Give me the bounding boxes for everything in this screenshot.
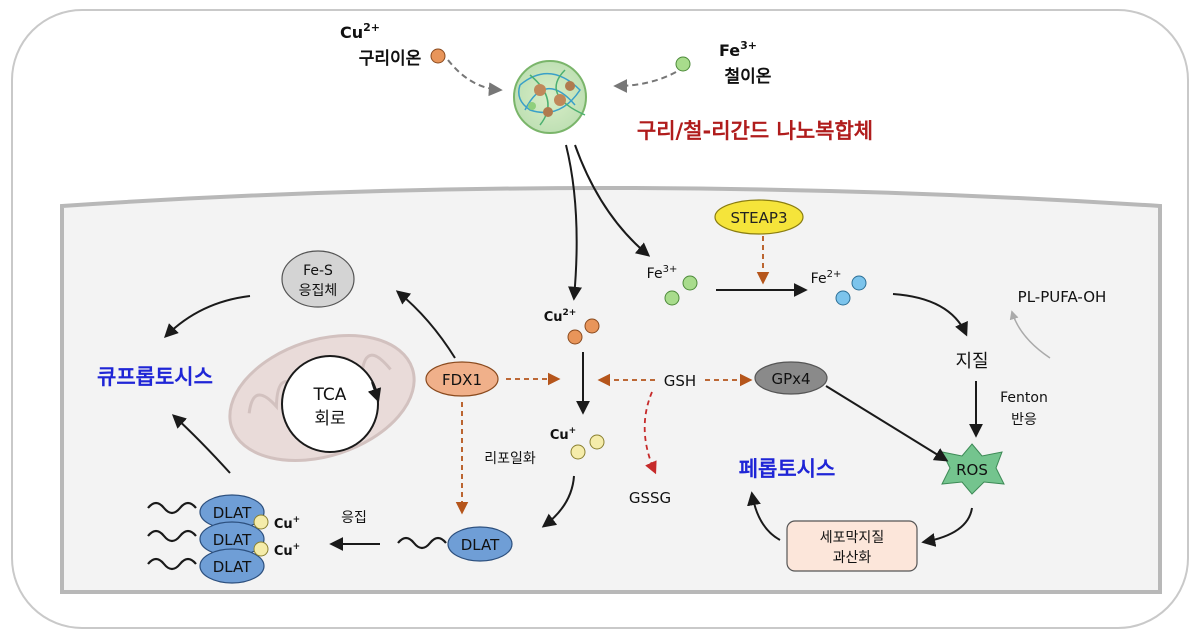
cuplus-dot-1: [589, 434, 605, 450]
fes-cluster-line1: Fe-S: [303, 263, 333, 279]
ferroptosis-label: 페롭토시스: [739, 457, 836, 481]
fenton-label-line2: 반응: [1011, 412, 1037, 428]
fdx1-label: FDX1: [442, 371, 482, 389]
nanocomposite-to-fe3-arrow: [574, 144, 651, 257]
fes-to-cuproptosis-arrow: [164, 295, 251, 338]
lipid-peroxidation-line2: 과산화: [833, 550, 872, 566]
gpx4-badge: [754, 361, 828, 395]
cu2-to-nanocomposite-arrow: [447, 59, 503, 97]
lipid-peroxidation-line1: 세포막지질: [820, 530, 884, 546]
cuplus-intracellular-label: Cu+: [550, 426, 576, 443]
aggregated-dlat-label-2: DLAT: [213, 531, 252, 549]
gsh-to-gssg-arrow: [643, 391, 657, 475]
aggregated-dlat-label-3: DLAT: [213, 558, 252, 576]
steap3-badge: [714, 199, 804, 235]
fdx1-to-fes-arrow: [395, 290, 456, 359]
dlat-wavy-tail: [397, 536, 447, 550]
dlat-label: DLAT: [461, 536, 500, 554]
fenton-label-line1: Fenton: [1000, 390, 1048, 406]
dlat-badge: [447, 526, 513, 562]
lipid-to-pl-pufa-oh-arrow: [1009, 310, 1051, 359]
fe3-intracellular-dot-2: [664, 290, 680, 306]
fe3-to-nanocomposite-arrow: [613, 71, 677, 93]
nanocomposite-label: 구리/철-리간드 나노복합체: [637, 119, 873, 143]
aggregated-cuplus-label-1: Cu+: [274, 515, 300, 532]
cu2-ion-symbol: Cu2+: [340, 21, 380, 42]
peroxidation-to-ferroptosis-arrow: [747, 491, 781, 541]
fe2-intracellular-label: Fe2+: [811, 269, 842, 287]
cuplus-dot-2: [570, 444, 586, 460]
nanocomposite-to-cu2-arrow: [565, 144, 582, 301]
cu2-intracellular-label: Cu2+: [544, 308, 577, 325]
tca-line1: TCA: [313, 385, 347, 405]
fe3-ion-symbol: Fe3+: [719, 39, 757, 60]
fe3-ion-name: 철이온: [725, 67, 772, 87]
aggregation-label: 응집: [341, 510, 367, 526]
ros-label: ROS: [956, 461, 988, 479]
fe3-intracellular-label: Fe3+: [647, 264, 678, 282]
fe2-intracellular-dot-2: [835, 290, 851, 306]
cu2-intracellular-dot-2: [567, 329, 583, 345]
fes-cluster-badge: [281, 250, 355, 308]
tca-cycle-arrow: [367, 381, 382, 403]
aggregated-dlat-stack: [147, 494, 265, 584]
aggregated-cuplus-dot-2: [253, 541, 269, 557]
tca-line2: 회로: [314, 409, 345, 429]
steap3-label: STEAP3: [730, 209, 787, 227]
gpx4-label: GPx4: [771, 370, 810, 388]
nanocomposite-particle: [513, 60, 587, 134]
ros-to-peroxidation-arrow: [921, 507, 973, 547]
cu2-intracellular-dot-1: [584, 318, 600, 334]
pl-pufa-oh-label: PL-PUFA-OH: [1018, 288, 1107, 306]
gsh-label: GSH: [664, 372, 696, 390]
lipoylation-label: 리포일화: [484, 451, 536, 467]
lipid-peroxidation-box: [786, 520, 918, 572]
lipid-label: 지질: [955, 351, 988, 372]
aggregated-cuplus-dot-1: [253, 514, 269, 530]
fes-cluster-line2: 응집체: [299, 283, 338, 299]
gpx4-to-ros-arrow: [825, 385, 949, 462]
cuplus-to-dlat-arrow: [541, 475, 575, 528]
fe2-intracellular-dot-1: [851, 275, 867, 291]
fe2-to-lipid-arrow: [892, 293, 968, 337]
aggregated-dlat-label-1: DLAT: [213, 504, 252, 522]
cuproptosis-label: 큐프롭토시스: [97, 365, 213, 389]
fe3-intracellular-dot-1: [682, 275, 698, 291]
tca-cycle-circle: [281, 355, 379, 453]
fdx1-badge: [425, 361, 499, 397]
aggregated-dlat-to-cuproptosis-arrow: [171, 414, 231, 474]
gssg-label: GSSG: [629, 489, 671, 507]
cu2-ion-name: 구리이온: [359, 49, 422, 69]
aggregated-cuplus-label-2: Cu+: [274, 542, 300, 559]
cu2-ion-dot: [430, 48, 446, 64]
fe3-ion-dot: [675, 56, 691, 72]
